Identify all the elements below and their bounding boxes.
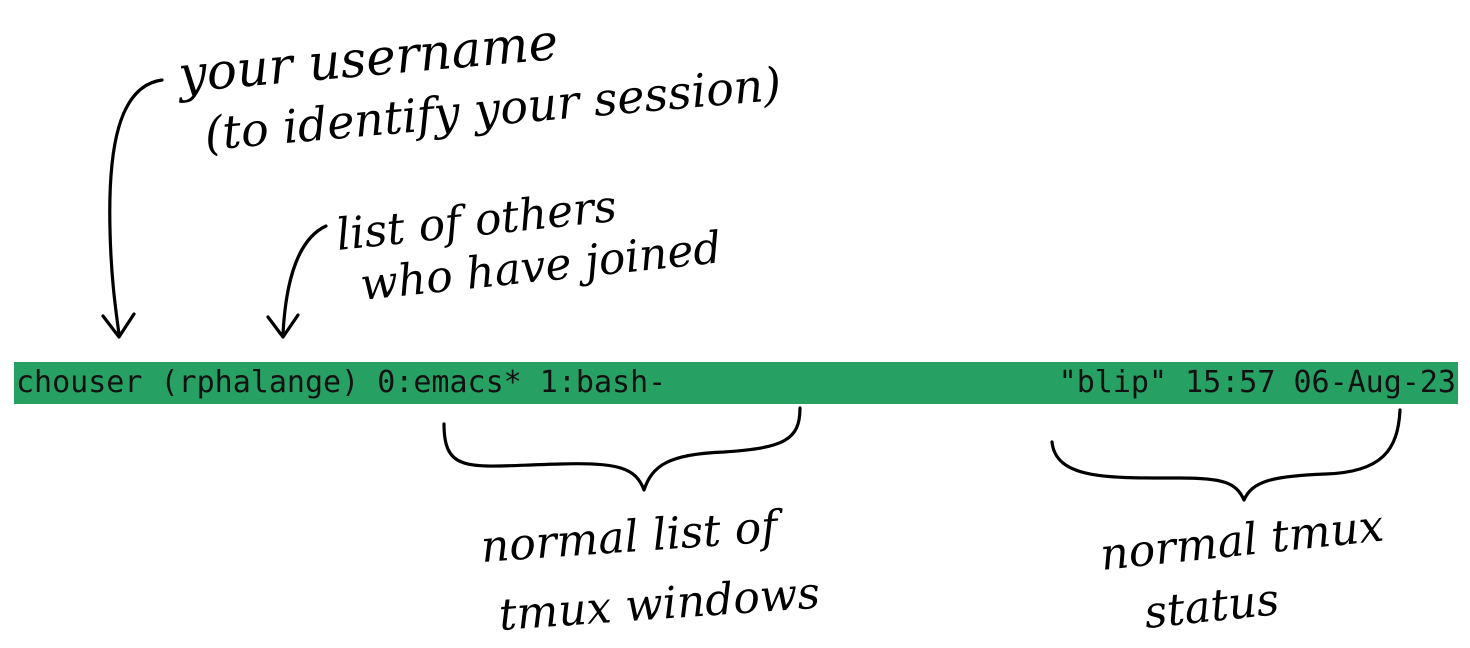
- annotation-status-line2: status: [1142, 574, 1282, 639]
- tmux-status-bar: chouser (rphalange) 0:emacs* 1:bash- "bl…: [14, 362, 1458, 404]
- username-arrowhead-icon: [101, 312, 136, 339]
- windows-brace-icon: [442, 406, 802, 492]
- status-brace-icon: [1050, 408, 1402, 502]
- status-bar-left-text: chouser (rphalange) 0:emacs* 1:bash-: [16, 365, 667, 400]
- others-arrowhead-icon: [266, 313, 300, 339]
- username-arrow-icon: [108, 78, 164, 336]
- annotation-windows-line2: tmux windows: [497, 568, 821, 641]
- annotation-windows-line1: normal list of: [479, 501, 786, 573]
- status-bar-right-text: "blip" 15:57 06-Aug-23: [1058, 365, 1456, 400]
- others-arrow-icon: [281, 224, 328, 336]
- annotation-status-line1: normal tmux: [1098, 500, 1386, 580]
